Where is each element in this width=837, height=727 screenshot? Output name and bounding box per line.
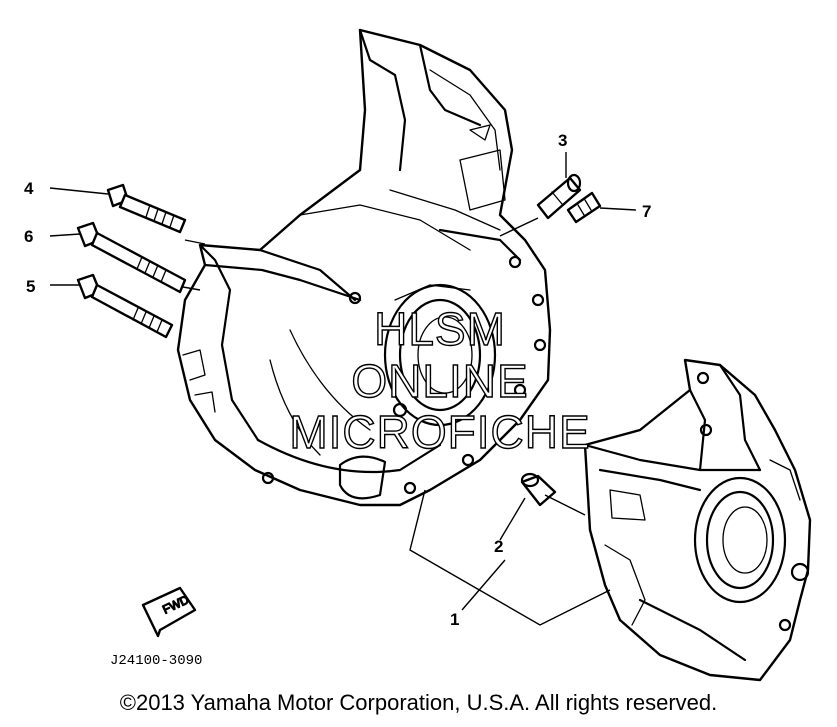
dowel-pin-2 xyxy=(520,472,557,507)
bolt-4 xyxy=(106,183,187,234)
callout-1: 1 xyxy=(450,610,459,629)
watermark-line-2: ONLINE xyxy=(351,355,528,407)
watermark-line-3: MICROFICHE xyxy=(289,406,590,458)
callout-3: 3 xyxy=(558,131,567,150)
copyright-notice: ©2013 Yamaha Motor Corporation, U.S.A. A… xyxy=(119,690,718,715)
bolt-6 xyxy=(76,221,187,294)
callout-5: 5 xyxy=(26,277,35,296)
leader-lines xyxy=(49,152,637,626)
callout-4: 4 xyxy=(24,179,34,198)
fwd-arrow-icon: FWD xyxy=(141,586,197,638)
watermark-line-1: HLSM xyxy=(374,303,506,355)
callout-7: 7 xyxy=(642,202,651,221)
crankcase-left-half xyxy=(176,28,552,507)
dowel-pin-7 xyxy=(566,191,602,224)
dowel-pin-3 xyxy=(536,173,582,220)
bolt-5 xyxy=(76,273,174,339)
part-number: J24100-3090 xyxy=(110,653,202,669)
callout-2: 2 xyxy=(494,537,503,556)
watermark: HLSM ONLINE MICROFICHE xyxy=(289,302,591,458)
callout-6: 6 xyxy=(24,227,33,246)
crankcase-right-half xyxy=(583,358,812,682)
